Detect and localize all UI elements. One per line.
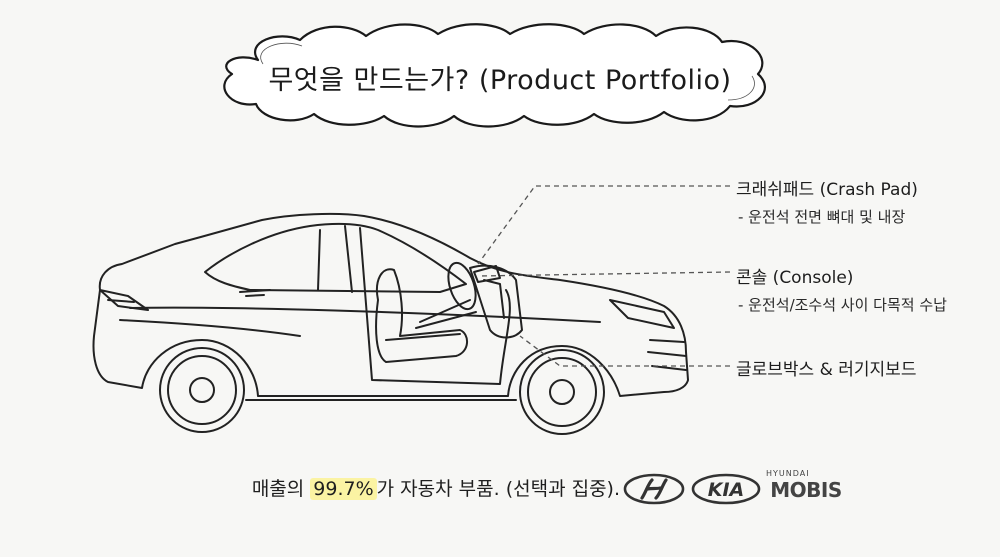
callout-console-detail: - 운전석/조수석 사이 다목적 수납	[738, 296, 947, 314]
window-outline	[204, 222, 467, 293]
dashboard	[469, 264, 523, 339]
mobis-logo-bottom: MOBIS	[770, 478, 842, 502]
b-pillar	[317, 229, 321, 291]
callout-console-label: 콘솔 (Console)	[736, 268, 854, 288]
leader-line-crash-pad	[477, 185, 730, 265]
footer-statement: 매출의 99.7%가 자동차 부품. (선택과 집중).	[0, 474, 620, 501]
headlight	[609, 299, 675, 329]
callout-glovebox-label: 글로브박스 & 러기지보드	[736, 360, 917, 380]
steering-wheel	[447, 261, 477, 311]
footer-suffix: 가 자동차 부품. (선택과 집중).	[376, 478, 620, 500]
hyundai-mobis-logo: HYUNDAI MOBIS	[764, 469, 848, 502]
side-mirror	[473, 265, 501, 283]
mobis-logo-top: HYUNDAI	[766, 469, 810, 478]
rear-wheel	[159, 347, 245, 433]
kia-logo: KIA	[691, 473, 761, 505]
callout-crash-pad-label: 크래쉬패드 (Crash Pad)	[736, 180, 918, 200]
callout-crash-pad-detail: - 운전석 전면 뼈대 및 내장	[738, 208, 906, 226]
leader-line-glovebox	[519, 335, 730, 367]
footer-prefix: 매출의	[251, 478, 311, 500]
page-title: 무엇을 만드는가? (Product Portfolio)	[268, 65, 732, 96]
kia-logo-text: KIA	[708, 479, 745, 501]
footer-highlight: 99.7%	[310, 478, 377, 500]
hyundai-logo	[623, 473, 685, 505]
front-wheel	[519, 349, 605, 435]
seat	[375, 268, 468, 363]
car-body-outline	[92, 212, 689, 397]
leader-line-console	[477, 271, 731, 277]
